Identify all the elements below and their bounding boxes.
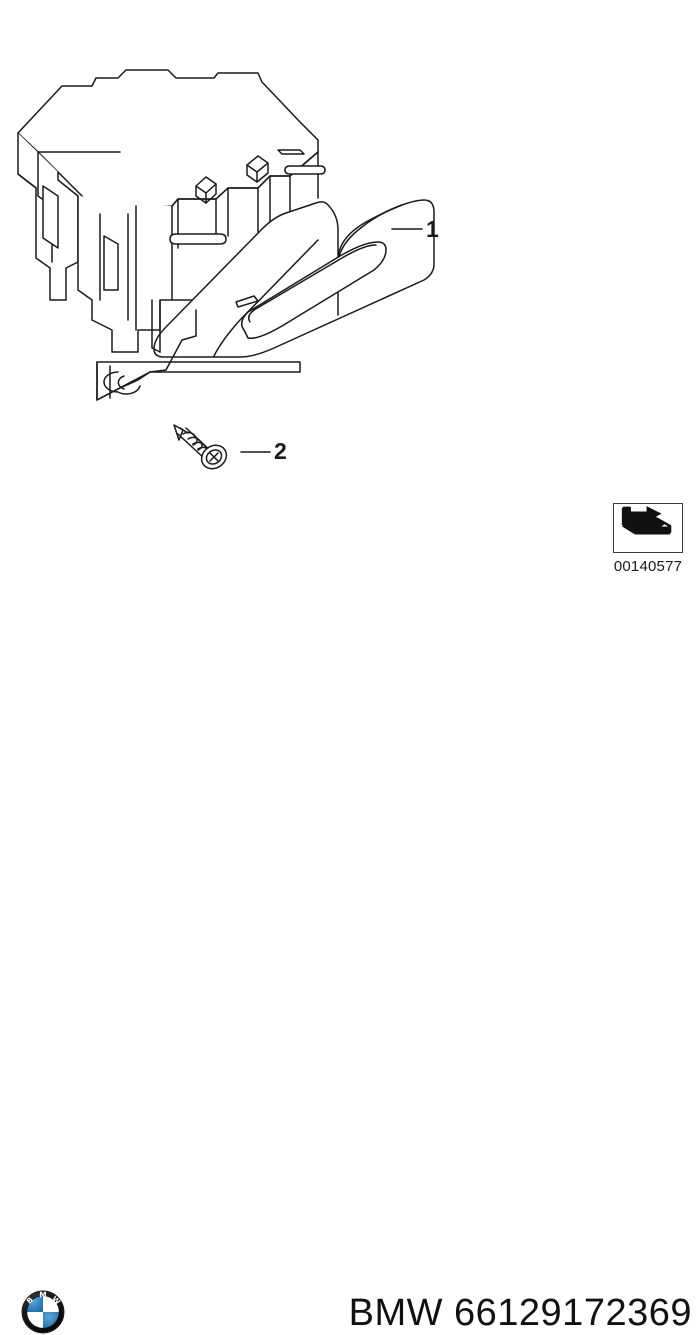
footer: B M W BMW 66129172369 <box>0 640 700 1334</box>
handle-mount-legs <box>149 299 197 373</box>
bent-arrow-icon <box>621 506 672 535</box>
housing-left-wall <box>17 132 79 301</box>
housing-oval-recess-a <box>169 233 227 245</box>
diagram-page: 1 2 00140577 <box>0 69 700 1334</box>
mounting-bracket <box>96 361 301 401</box>
svg-text:M: M <box>39 1290 46 1299</box>
housing-front-face <box>77 195 173 353</box>
reference-number: 00140577 <box>613 558 683 575</box>
self-tapping-screw <box>173 424 228 470</box>
housing-clips <box>195 149 305 204</box>
footer-part-number: BMW 66129172369 <box>348 1292 692 1334</box>
reference-icon-box <box>613 503 683 553</box>
parts-line-drawing <box>17 69 435 470</box>
leader-lines <box>240 228 423 453</box>
bmw-roundel-logo: B M W <box>12 1290 74 1334</box>
callout-number-1: 1 <box>426 216 439 242</box>
handle-cover <box>153 199 435 358</box>
callout-number-2: 2 <box>274 438 287 464</box>
housing-oval-recess-b <box>284 165 326 175</box>
